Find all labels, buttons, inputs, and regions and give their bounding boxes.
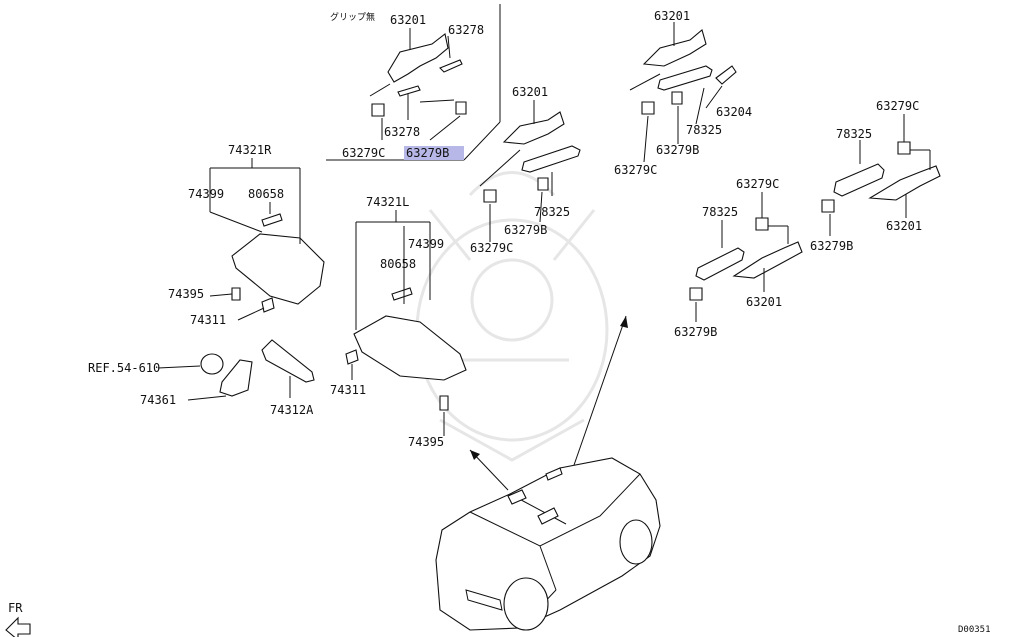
label-74312a: 74312A (270, 403, 314, 417)
screw-63279c-top (371, 103, 385, 117)
label-74399: 74399 (188, 187, 224, 201)
front-arrow-icon (5, 616, 31, 637)
sun-visor-right (231, 233, 325, 305)
screw-63279c-top-right (641, 101, 655, 115)
visor-marker-right (537, 507, 559, 525)
clip-63278-lower (397, 85, 421, 97)
label-63279c: 63279C (736, 177, 779, 191)
vehicle-outline (435, 457, 661, 631)
label-74321r: 74321R (228, 143, 272, 157)
label-80658: 80658 (380, 257, 416, 271)
label-63279b: 63279B (810, 239, 853, 253)
visor-marker-left (507, 489, 527, 505)
screw-63279c-center (483, 189, 497, 203)
bracket-63201-far-right (868, 165, 941, 201)
label-63279c: 63279C (876, 99, 919, 113)
far-right-grip-group: 63279C 78325 63201 63279B (810, 99, 941, 253)
cover-ref-54-610 (200, 353, 224, 375)
label-74321l: 74321L (366, 195, 409, 209)
diagram-id: D00351 (958, 625, 991, 635)
pointer-arrows (469, 315, 628, 491)
sun-visor-right-group: 74321R 74399 80658 74395 74311 (168, 143, 325, 327)
label-78325: 78325 (836, 127, 872, 141)
label-63278: 63278 (448, 23, 484, 37)
screw-63279b-far-right (821, 199, 835, 213)
grip-78325-top-right (657, 65, 713, 91)
grip-78325-center (521, 145, 581, 173)
grip-78325-far-right (833, 163, 885, 197)
front-marker-label: FR (8, 601, 23, 615)
label-63278: 63278 (384, 125, 420, 139)
clip-74311-left (345, 349, 359, 365)
sun-visor-left-group: 74321L 74399 80658 74311 74395 (330, 195, 467, 449)
top-right-grip-group: 63201 63204 78325 63279B 63279C (614, 9, 752, 177)
label-74399: 74399 (408, 237, 444, 251)
sun-visor-left (353, 315, 467, 381)
roof-grip-marker (545, 467, 563, 481)
label-74395: 74395 (168, 287, 204, 301)
rear-mirror-group: REF.54-610 74361 74312A (88, 339, 315, 417)
screw-74395-left (439, 395, 449, 411)
label-63201: 63201 (746, 295, 782, 309)
label-63204: 63204 (716, 105, 752, 119)
label-63201: 63201 (390, 13, 426, 27)
watermark-emblem (415, 171, 609, 462)
screw-63279b-center (537, 177, 549, 191)
label-63201: 63201 (654, 9, 690, 23)
label-63279c: 63279C (470, 241, 513, 255)
grip-78325-mid-right (695, 247, 745, 281)
clip-74311-right (261, 297, 275, 313)
gripless-note: グリップ無 (330, 11, 375, 23)
label-63279b-highlighted[interactable]: 63279B (406, 146, 449, 160)
label-78325: 78325 (702, 205, 738, 219)
clip-63204 (715, 65, 737, 85)
highlight-box (404, 146, 464, 160)
rear-mirror-74312a (261, 339, 315, 383)
mirror-base-74361 (219, 359, 253, 397)
label-63279c: 63279C (614, 163, 657, 177)
bracket-63201-top-right (642, 29, 707, 67)
label-80658: 80658 (248, 187, 284, 201)
label-63201: 63201 (512, 85, 548, 99)
gripless-group: グリップ無 63201 63278 63278 63279C 63279B (326, 4, 501, 161)
bracket-63201-center (502, 111, 565, 145)
bracket-63201-mid-right (732, 241, 803, 279)
label-78325: 78325 (686, 123, 722, 137)
label-74311: 74311 (190, 313, 226, 327)
label-74395: 74395 (408, 435, 444, 449)
label-63279b: 63279B (656, 143, 699, 157)
label-63279b: 63279B (504, 223, 547, 237)
label-63201: 63201 (886, 219, 922, 233)
screw-63279b-top-right (671, 91, 683, 105)
screw-63279b-mid-right (689, 287, 703, 301)
clip-63278-top (439, 59, 463, 73)
screw-63279b-top (455, 101, 467, 115)
label-63279b: 63279B (674, 325, 717, 339)
label-74311: 74311 (330, 383, 366, 397)
screw-74395-right (231, 287, 241, 301)
mirror-80658-right (261, 213, 283, 227)
screw-63279c-mid-right (755, 217, 769, 231)
front-indicator: FR (5, 601, 31, 637)
label-63279c: 63279C (342, 146, 385, 160)
center-grip-group: 63201 78325 63279B 63279C (470, 85, 581, 255)
bracket-63201-top (387, 33, 449, 83)
mid-right-grip-group: 63279C 78325 63201 63279B (674, 177, 803, 339)
label-74361: 74361 (140, 393, 176, 407)
label-ref-54-610: REF.54-610 (88, 361, 160, 375)
mirror-80658-left (391, 287, 413, 301)
screw-63279c-far-right (897, 141, 911, 155)
label-78325: 78325 (534, 205, 570, 219)
